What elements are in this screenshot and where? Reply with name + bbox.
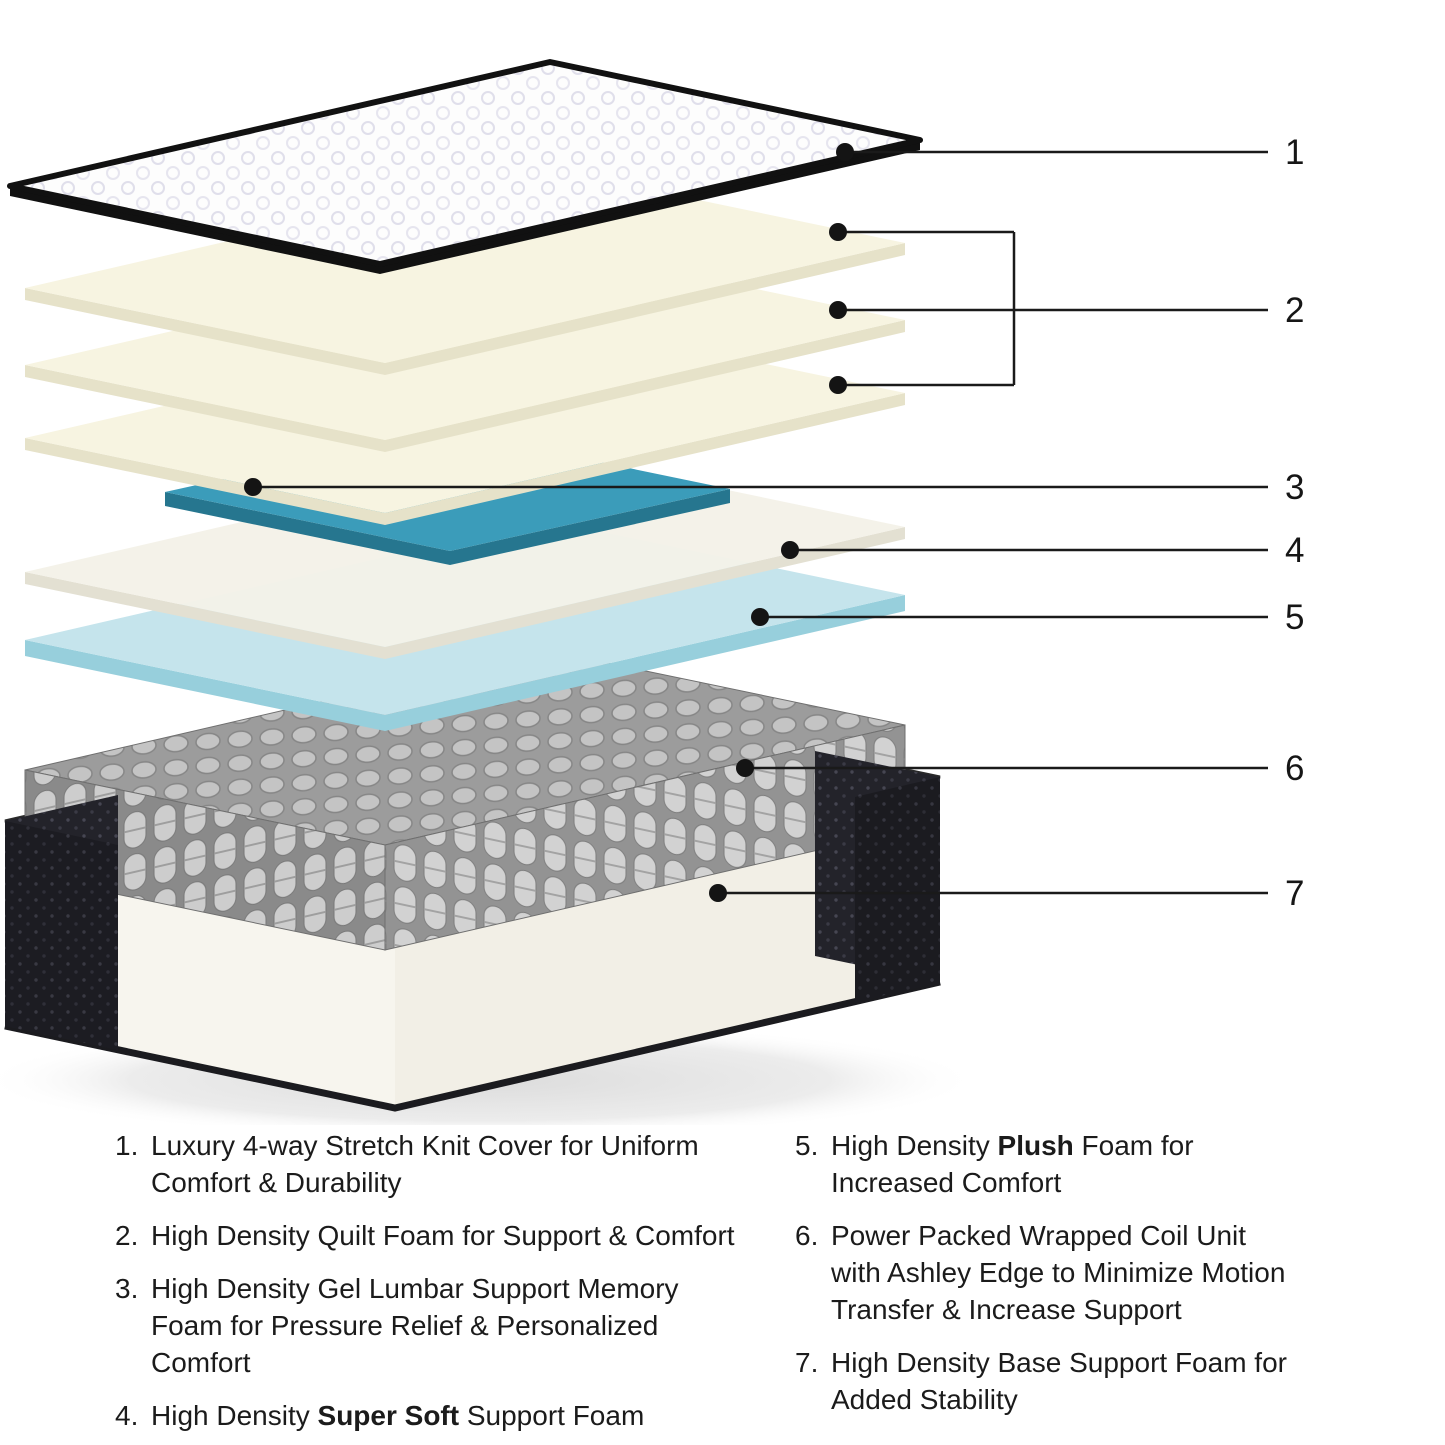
legend-item-number: 6. bbox=[795, 1219, 819, 1251]
legend-item-2: 2. High Density Quilt Foam for Support &… bbox=[115, 1218, 755, 1255]
legend-item-number: 1. bbox=[115, 1130, 139, 1161]
legend-text-bold: Super Soft bbox=[317, 1399, 460, 1431]
callout-dots bbox=[244, 143, 854, 902]
legend-item-text: Power Packed Wrapped Coil Unit with Ashl… bbox=[831, 1218, 1296, 1329]
fabric-left-shade bbox=[5, 821, 118, 1050]
quilt-foam-1-side bbox=[25, 243, 905, 375]
fabric-right-shade bbox=[855, 777, 940, 1002]
callout-number-1: 1 bbox=[1285, 133, 1304, 172]
callout-dot-6 bbox=[736, 759, 754, 777]
callout-number-2: 2 bbox=[1285, 291, 1304, 330]
legend-text-pre: High Density bbox=[831, 1130, 998, 1161]
legend-item-text: High Density Gel Lumbar Support Memory F… bbox=[151, 1271, 746, 1382]
legend-item-3: 3. High Density Gel Lumbar Support Memor… bbox=[115, 1271, 755, 1382]
legend-item-text: High Density Super Soft Support Foam bbox=[151, 1398, 746, 1435]
callout-number-6: 6 bbox=[1285, 749, 1304, 788]
legend-text-pre: High Density Quilt Foam for Support & Co… bbox=[151, 1219, 735, 1251]
legend-text-pre: High Density Base Support Foam for Added… bbox=[831, 1346, 1287, 1415]
legend-text-pre: High Density Gel Lumbar Support Memory F… bbox=[151, 1272, 679, 1378]
fabric-right-front bbox=[855, 777, 940, 1002]
legend-item-number: 5. bbox=[795, 1130, 819, 1161]
legend: 1. Luxury 4-way Stretch Knit Cover for U… bbox=[115, 1128, 1415, 1445]
callout-number-5: 5 bbox=[1285, 598, 1304, 637]
legend-item-7: 7. High Density Base Support Foam for Ad… bbox=[795, 1345, 1305, 1419]
callout-dot-3 bbox=[244, 478, 262, 496]
exploded-mattress-illustration: 1 2 3 4 5 6 7 bbox=[0, 59, 1304, 1125]
cover-top bbox=[7, 59, 923, 267]
quilt-foam-1-top bbox=[25, 168, 905, 363]
callout-numbers: 1 2 3 4 5 6 7 bbox=[1285, 133, 1304, 913]
callout-dot-5 bbox=[751, 608, 769, 626]
callout-dot-4 bbox=[781, 541, 799, 559]
legend-item-text: High Density Base Support Foam for Added… bbox=[831, 1345, 1296, 1419]
legend-item-text: High Density Plush Foam for Increased Co… bbox=[831, 1128, 1296, 1202]
layer-quilt-foam-1 bbox=[25, 168, 905, 375]
callout-number-7: 7 bbox=[1285, 874, 1304, 913]
legend-right-column: 5. High Density Plush Foam for Increased… bbox=[795, 1128, 1305, 1445]
sheet-side bbox=[25, 527, 905, 659]
legend-item-number: 2. bbox=[115, 1219, 139, 1251]
legend-left-column: 1. Luxury 4-way Stretch Knit Cover for U… bbox=[115, 1128, 755, 1445]
callout-lines bbox=[253, 150, 1268, 895]
legend-item-number: 7. bbox=[795, 1346, 819, 1378]
legend-text-bold: Plush bbox=[997, 1130, 1074, 1161]
legend-item-text: Luxury 4-way Stretch Knit Cover for Unif… bbox=[151, 1128, 746, 1202]
legend-item-text: High Density Quilt Foam for Support & Co… bbox=[151, 1218, 746, 1255]
fabric-panel-right bbox=[815, 751, 940, 1002]
legend-text-pre: Luxury 4-way Stretch Knit Cover for Unif… bbox=[151, 1130, 699, 1198]
callout-dot-2c bbox=[829, 376, 847, 394]
callout-dot-2a bbox=[829, 223, 847, 241]
callout-dot-2b bbox=[829, 301, 847, 319]
plush-side bbox=[25, 595, 905, 731]
callout-dot-1 bbox=[836, 143, 854, 161]
legend-item-5: 5. High Density Plush Foam for Increased… bbox=[795, 1128, 1305, 1202]
gel-side bbox=[165, 489, 730, 565]
legend-text-pre: Power Packed Wrapped Coil Unit with Ashl… bbox=[831, 1219, 1286, 1325]
callout-number-4: 4 bbox=[1285, 531, 1304, 570]
callout-number-3: 3 bbox=[1285, 468, 1304, 507]
quilt-foam-2-side bbox=[25, 320, 905, 452]
fabric-left-front bbox=[5, 821, 118, 1050]
layer-cover bbox=[7, 59, 923, 274]
base-bottom-piping bbox=[4, 978, 941, 1112]
quilt-foam-3-side bbox=[25, 393, 905, 525]
legend-text-pre: High Density bbox=[151, 1399, 318, 1431]
legend-item-4: 4. High Density Super Soft Support Foam bbox=[115, 1398, 755, 1435]
fabric-panel-left bbox=[5, 795, 118, 1050]
legend-item-6: 6. Power Packed Wrapped Coil Unit with A… bbox=[795, 1218, 1305, 1329]
legend-item-number: 3. bbox=[115, 1272, 139, 1304]
cover-side bbox=[10, 140, 920, 274]
callout-dot-7 bbox=[709, 884, 727, 902]
legend-text-post: Support Foam bbox=[459, 1399, 645, 1431]
legend-item-number: 4. bbox=[115, 1399, 139, 1431]
legend-item-1: 1. Luxury 4-way Stretch Knit Cover for U… bbox=[115, 1128, 755, 1202]
legend-text-post: Foam for Increased Comfort bbox=[831, 1130, 1194, 1198]
base-right-face bbox=[395, 777, 940, 1108]
